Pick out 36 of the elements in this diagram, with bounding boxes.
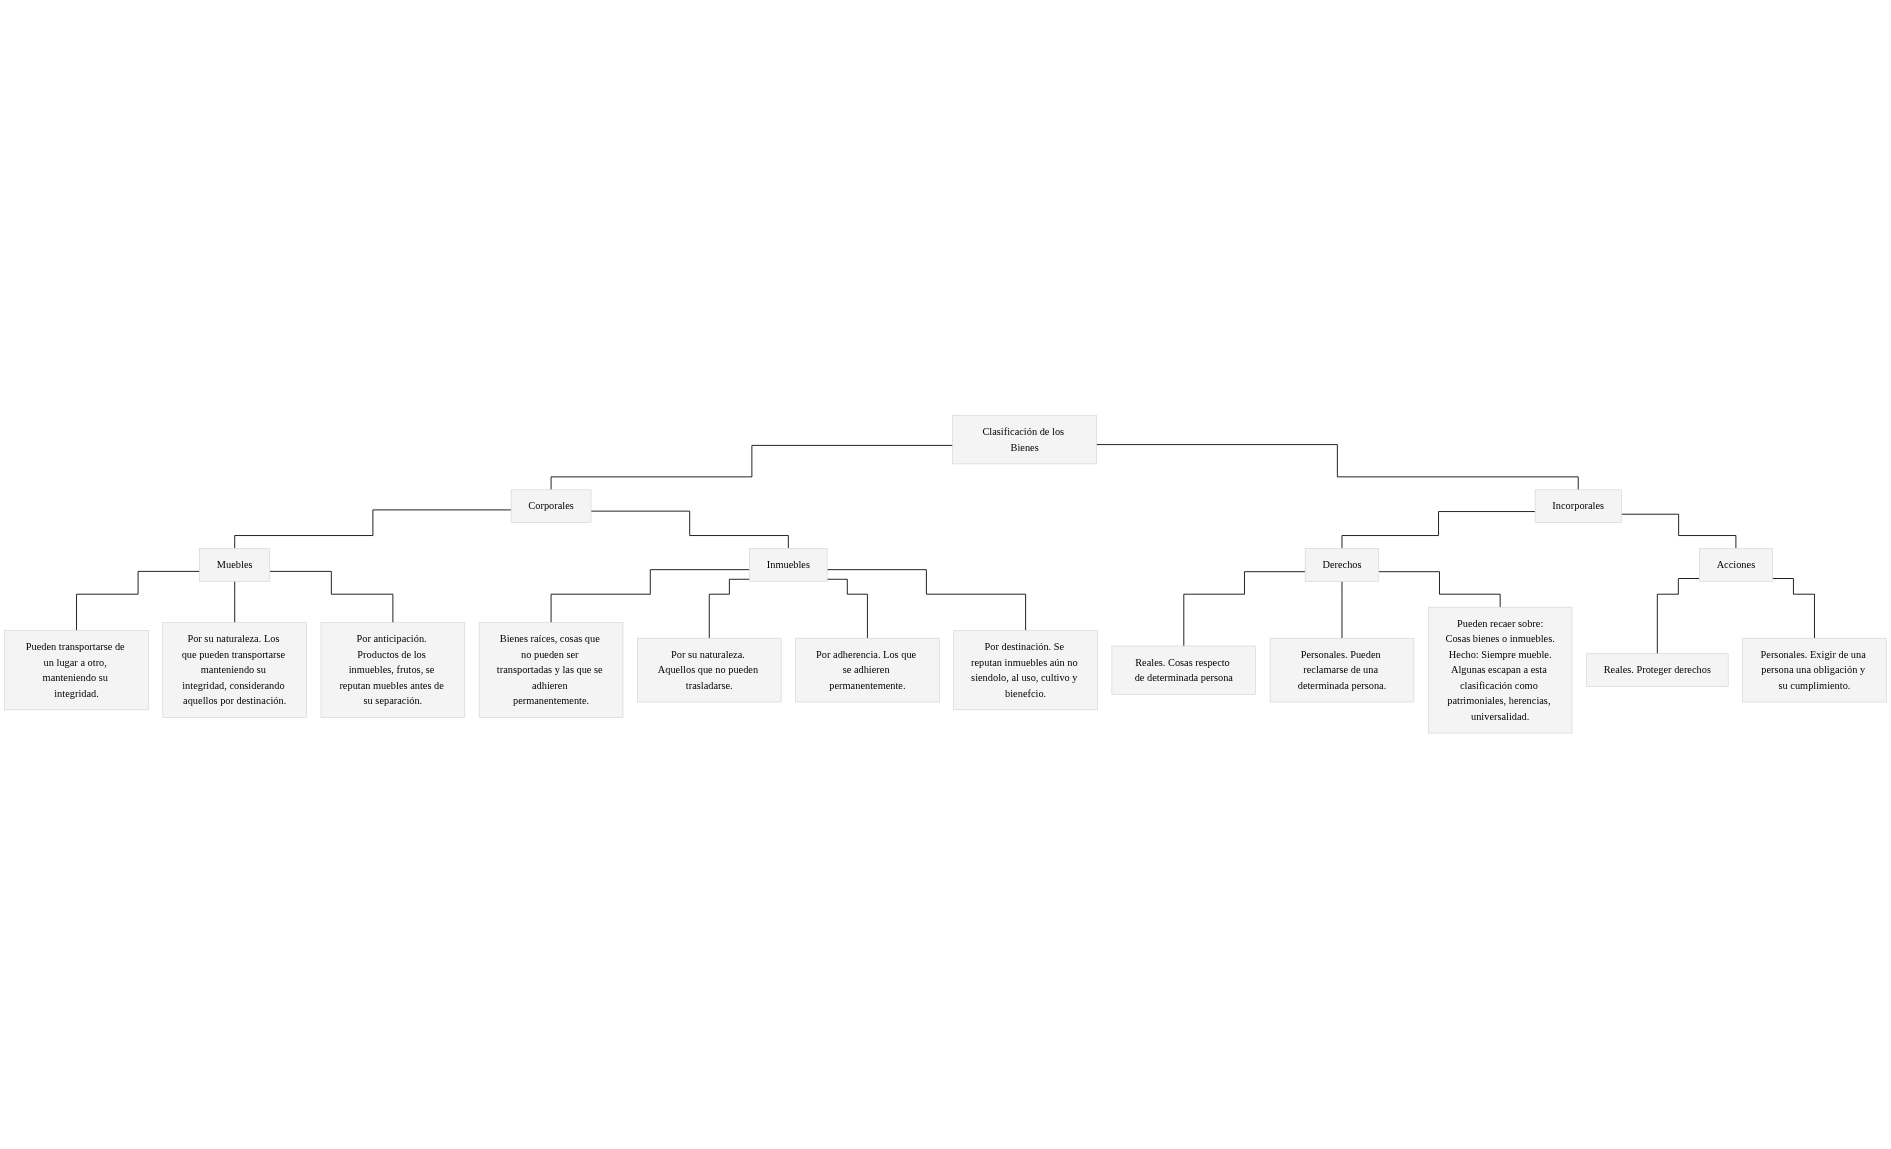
node-box: Por anticipación. Productos de los inmuebles, frutos, se reputan muebles antes de su separación. [320, 622, 466, 718]
node-box: Corporales [510, 489, 592, 523]
node-box: Muebles [199, 548, 271, 582]
node-box: Acciones [1699, 548, 1773, 582]
node-box: Por su naturaleza. Los que pueden transportarse manteniendo su integridad, considerando aquellos por destinación. [162, 622, 307, 718]
connector [826, 569, 1027, 631]
connector [708, 579, 750, 639]
connector [269, 571, 394, 624]
node-box: Personales. Pueden reclamarse de una determinada persona. [1269, 638, 1415, 703]
node-box: Incorporales [1534, 489, 1622, 523]
connector [1183, 571, 1306, 647]
node-box: Por destinación. Se reputan inmuebles aún no siendolo, al uso, cultivo y bienefcio. [953, 630, 1098, 711]
node-box: Por su naturaleza. Aquellos que no pueden trasladarse. [637, 638, 782, 703]
connector [590, 510, 789, 550]
connector [826, 579, 868, 639]
connector [234, 580, 236, 624]
connector [1656, 578, 1700, 655]
connector [1378, 571, 1501, 608]
connector [234, 509, 512, 550]
node-box: Inmuebles [749, 548, 828, 582]
node-box: Derechos [1304, 548, 1380, 582]
connector [1341, 511, 1536, 550]
node-box: Bienes raíces, cosas que no pueden ser transportadas y las que se adhieren permanentemente. [478, 622, 624, 718]
node-box: Reales. Proteger derechos [1586, 653, 1729, 687]
node-box: Por adherencia. Los que se adhieren permanentemente. [795, 638, 940, 703]
connector [550, 445, 954, 491]
connector [1620, 513, 1737, 550]
connector [1096, 444, 1579, 491]
node-box: Pueden transportarse de un lugar a otro, manteniendo su integridad. [4, 630, 149, 711]
node-box: Personales. Exigir de una persona una obligación y su cumplimiento. [1742, 638, 1887, 703]
node-box: Pueden recaer sobre: Cosas bienes o inmuebles. Hecho: Siempre mueble. Algunas escapan a esta clasificación como patrimoniales, herencias, universalidad. [1427, 607, 1573, 734]
node-box: Clasificación de los Bienes [952, 415, 1097, 465]
connector [76, 571, 201, 631]
connector [550, 569, 750, 624]
connector [1772, 578, 1815, 639]
node-box: Reales. Cosas respecto de determinada persona [1111, 645, 1256, 695]
